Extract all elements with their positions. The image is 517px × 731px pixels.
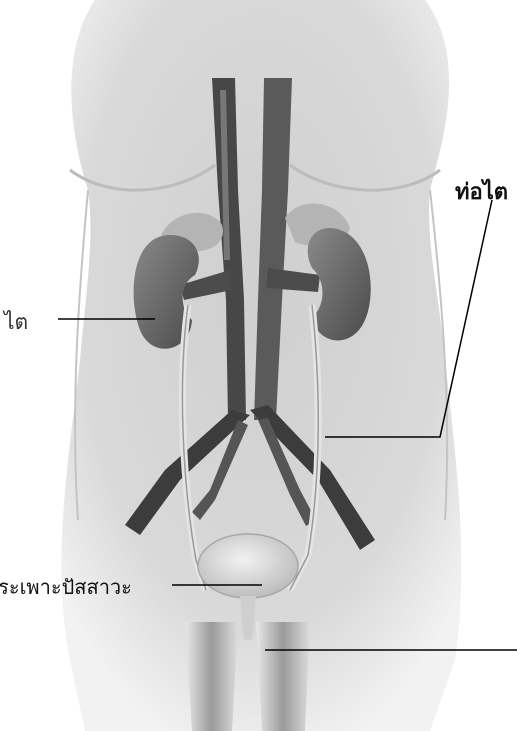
bladder	[198, 534, 298, 598]
right-leg	[256, 622, 310, 731]
left-leg	[185, 622, 238, 731]
ureter-label: ท่อไต	[455, 182, 508, 204]
kidney-label: ไต	[4, 312, 28, 333]
bladder-label: กระเพาะปัสสาวะ	[0, 577, 132, 597]
